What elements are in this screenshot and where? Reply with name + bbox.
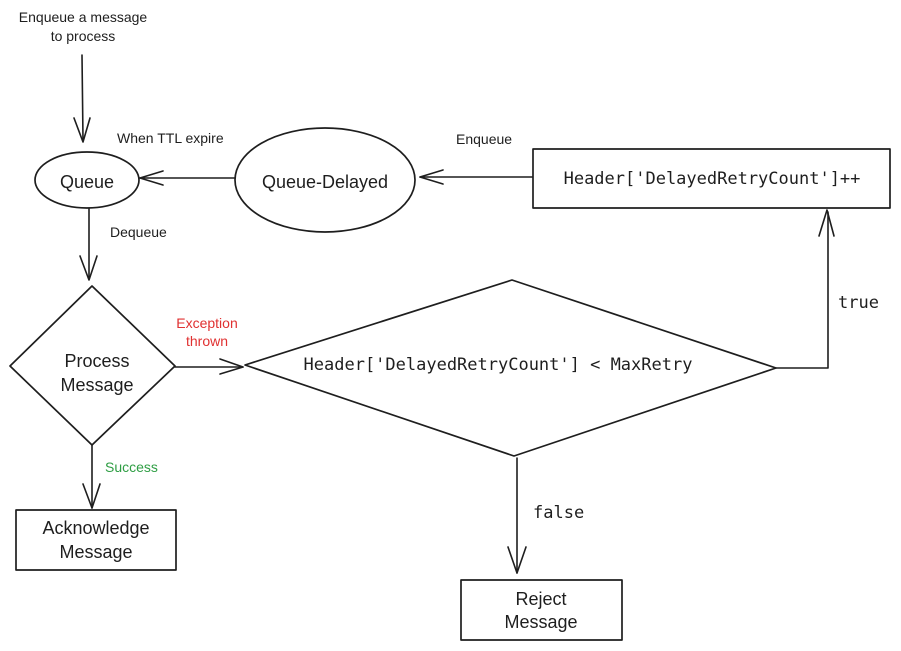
acknowledge-label-line1: Acknowledge [42, 518, 149, 538]
edge-queue-to-process [79, 207, 98, 281]
exception-edge-label-line2: thrown [186, 333, 228, 349]
edge-increment-to-delayed [419, 169, 534, 185]
edge-start-to-queue [73, 54, 91, 143]
acknowledge-label-line2: Message [59, 542, 132, 562]
exception-edge-label-line1: Exception [176, 315, 237, 331]
increment-retry-node: Header['DelayedRetryCount']++ [532, 148, 891, 209]
reject-label-line1: Reject [515, 589, 566, 609]
edge-delayed-to-queue [139, 170, 237, 186]
increment-retry-label: Header['DelayedRetryCount']++ [564, 169, 861, 189]
start-label-line1: Enqueue a message [19, 9, 148, 25]
queue-delayed-label: Queue-Delayed [262, 172, 388, 192]
reject-node: Reject Message [460, 579, 623, 641]
edge-process-to-condition [174, 358, 244, 375]
process-label-line1: Process [64, 351, 129, 371]
edge-condition-false-to-reject [507, 457, 527, 574]
edge-condition-true-to-increment [775, 209, 835, 369]
ttl-edge-label: When TTL expire [117, 130, 224, 146]
enqueue-edge-label: Enqueue [456, 131, 512, 147]
queue-label: Queue [60, 172, 114, 192]
queue-delayed-node: Queue-Delayed [234, 127, 416, 233]
process-decision-node: Process Message [9, 285, 176, 446]
queue-node: Queue [34, 151, 140, 209]
dequeue-edge-label: Dequeue [110, 224, 167, 240]
process-label-line2: Message [60, 375, 133, 395]
retry-condition-label: Header['DelayedRetryCount'] < MaxRetry [304, 355, 693, 375]
acknowledge-node: Acknowledge Message [15, 509, 177, 571]
reject-label-line2: Message [504, 612, 577, 632]
start-label-line2: to process [51, 28, 116, 44]
success-edge-label: Success [105, 459, 158, 475]
retry-condition-node: Header['DelayedRetryCount'] < MaxRetry [244, 279, 777, 457]
true-edge-label: true [838, 293, 879, 313]
false-edge-label: false [533, 503, 584, 523]
edge-process-to-acknowledge [82, 444, 101, 509]
